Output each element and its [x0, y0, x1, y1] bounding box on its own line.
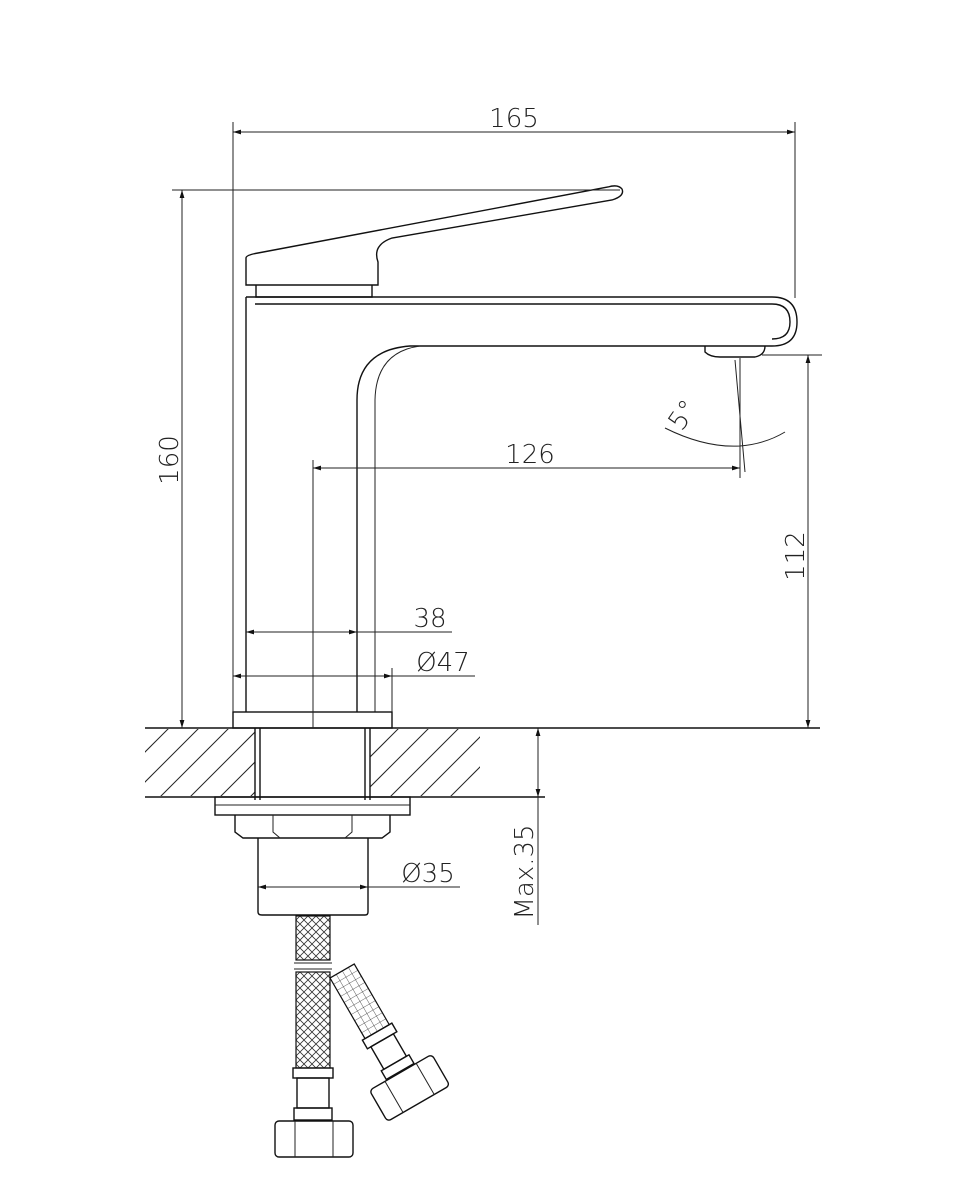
countertop: [145, 727, 820, 798]
body-width-label: 38: [413, 604, 446, 634]
hatch-line: [510, 728, 579, 797]
hatch-line: [420, 736, 480, 796]
faucet-body: [245, 296, 798, 712]
hatch-line: [160, 729, 229, 796]
hatch-line: [280, 728, 349, 797]
mounting-assembly: [214, 728, 411, 916]
supply-hoses: [274, 915, 450, 1158]
shank-diameter-label: Ø35: [401, 859, 455, 889]
hatch-line: [370, 729, 399, 758]
lever-handle: [245, 185, 624, 298]
hatch-line: [480, 728, 549, 797]
hatch-line: [370, 729, 429, 788]
spout-height-label: 112: [781, 531, 811, 581]
dimension-lines: [172, 122, 822, 925]
hatch-line: [145, 729, 169, 753]
hatch-line: [390, 729, 459, 796]
base-diameter-label: Ø47: [416, 648, 470, 678]
hatch-line: [190, 731, 255, 796]
max-thickness-label: Max.35: [510, 824, 540, 919]
hatch-line: [145, 729, 199, 783]
spout-reach-label: 126: [505, 440, 555, 470]
overall-height-label: 160: [155, 435, 185, 485]
overall-width-label: 165: [489, 104, 539, 134]
hatch-line: [450, 766, 480, 796]
